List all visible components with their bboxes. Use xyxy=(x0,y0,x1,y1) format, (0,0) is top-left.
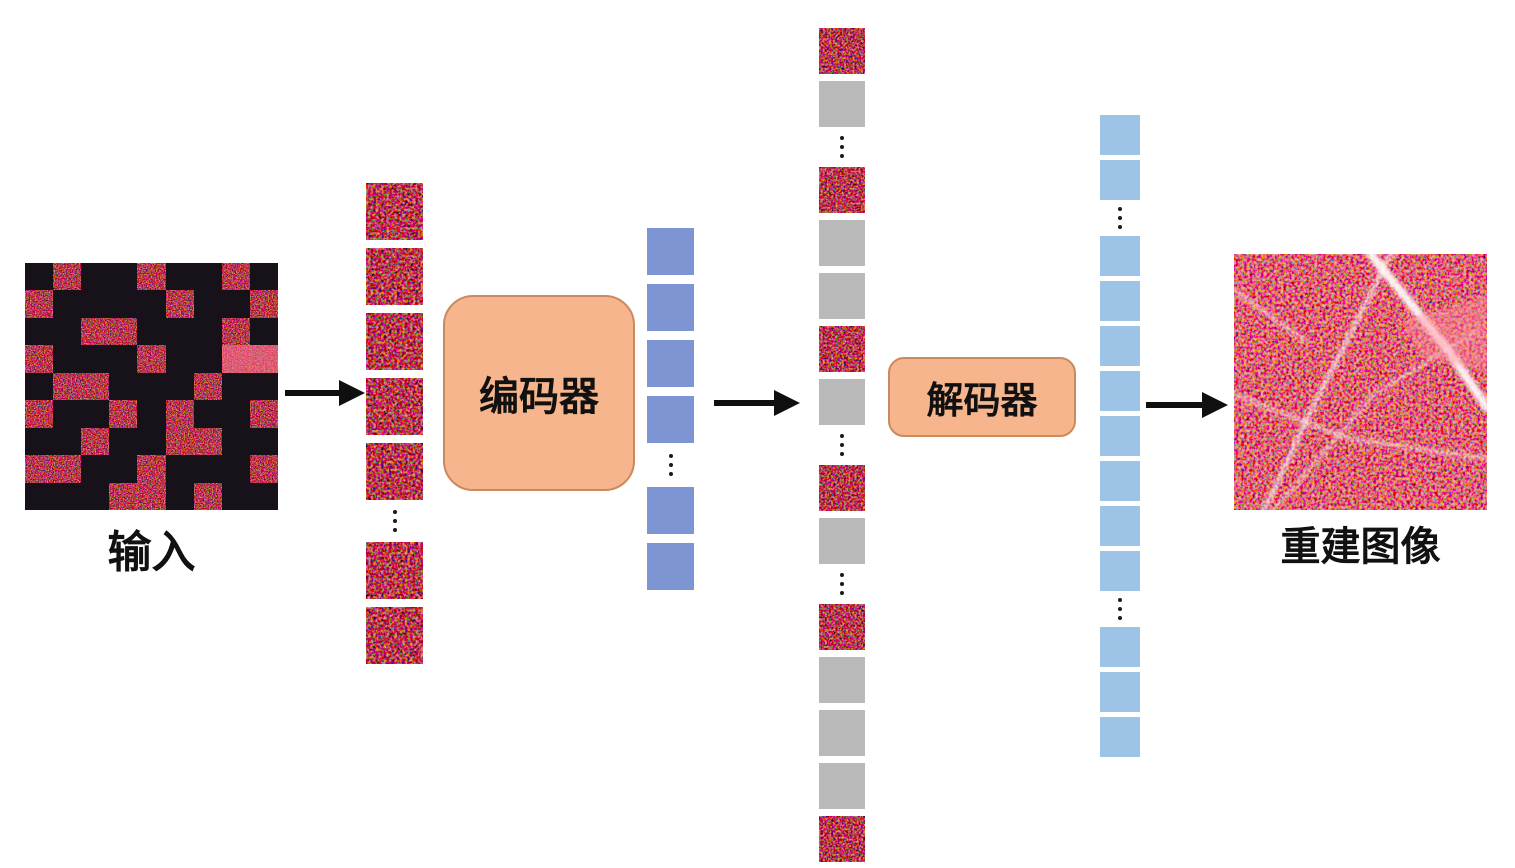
input-visible-patch xyxy=(81,427,110,456)
image-patch xyxy=(366,248,423,305)
ellipsis-vertical-icon xyxy=(392,508,397,534)
image-patch xyxy=(819,326,865,372)
feature-token xyxy=(1100,717,1140,757)
input-visible-patch xyxy=(221,317,250,346)
ellipsis-vertical-icon xyxy=(840,432,844,458)
input-visible-patch xyxy=(165,400,194,428)
image-patch xyxy=(366,183,423,240)
decoder-output-token-column xyxy=(1100,115,1140,757)
feature-token xyxy=(1100,281,1140,321)
feature-token xyxy=(647,543,694,590)
feature-token xyxy=(1100,236,1140,276)
feature-token xyxy=(1100,160,1140,200)
input-visible-patch xyxy=(81,317,110,346)
feature-token xyxy=(1100,416,1140,456)
input-visible-patch xyxy=(137,482,166,510)
input-visible-patch xyxy=(137,263,166,291)
input-visible-patch xyxy=(221,345,250,373)
input-visible-patch xyxy=(53,263,82,291)
mask-token xyxy=(819,220,865,266)
feature-token xyxy=(647,487,694,534)
input-visible-patch xyxy=(193,482,222,510)
input-visible-patch xyxy=(25,345,54,373)
mask-token xyxy=(819,518,865,564)
encoder-output-token-column xyxy=(647,228,694,590)
feature-token xyxy=(1100,672,1140,712)
feature-token xyxy=(1100,551,1140,591)
flow-arrow-icon xyxy=(283,374,365,412)
image-patch xyxy=(366,313,423,370)
input-visible-patch xyxy=(137,455,166,483)
mask-token xyxy=(819,379,865,425)
input-visible-patch xyxy=(81,372,110,401)
ellipsis-vertical-icon xyxy=(840,134,844,160)
encoder-label: 编码器 xyxy=(479,374,599,419)
input-visible-patch xyxy=(137,345,166,373)
input-visible-patch xyxy=(249,345,278,373)
reconstructed-image xyxy=(1234,254,1487,510)
ellipsis-vertical-icon xyxy=(1118,596,1122,622)
input-visible-patch xyxy=(25,290,54,318)
encoder-box: 编码器 xyxy=(443,295,635,491)
image-patch xyxy=(819,816,865,862)
mask-token xyxy=(819,273,865,319)
flow-arrow-icon xyxy=(1144,386,1228,424)
feature-token xyxy=(1100,115,1140,155)
mask-token xyxy=(819,657,865,703)
image-patch xyxy=(819,465,865,511)
reconstructed-image-label: 重建图像 xyxy=(1280,524,1441,569)
input-visible-patch xyxy=(53,455,82,483)
feature-token xyxy=(1100,506,1140,546)
input-visible-patch xyxy=(165,290,194,318)
input-visible-patch xyxy=(25,455,54,483)
image-patch xyxy=(366,443,423,500)
feature-token xyxy=(1100,371,1140,411)
image-patch xyxy=(366,542,423,599)
input-visible-patch xyxy=(165,427,194,456)
decoder-box: 解码器 xyxy=(888,357,1076,437)
ellipsis-vertical-icon xyxy=(668,452,673,478)
input-visible-patch xyxy=(249,455,278,483)
feature-token xyxy=(1100,461,1140,501)
masked-input-image xyxy=(25,263,278,510)
input-visible-patch xyxy=(221,263,250,291)
image-patch xyxy=(366,378,423,435)
decoder-input-token-column xyxy=(819,28,865,862)
decoder-label: 解码器 xyxy=(926,381,1038,422)
flow-arrow-icon xyxy=(712,384,800,422)
image-patch xyxy=(819,28,865,74)
ellipsis-vertical-icon xyxy=(1118,205,1122,231)
input-visible-patch xyxy=(109,482,138,510)
feature-token xyxy=(647,284,694,331)
feature-token xyxy=(647,340,694,387)
input-visible-patch xyxy=(25,400,54,428)
reconstructed-image-texture xyxy=(1234,254,1487,510)
input-label: 输入 xyxy=(107,528,196,577)
mask-token xyxy=(819,763,865,809)
input-visible-patch xyxy=(193,372,222,401)
image-patch xyxy=(366,607,423,664)
input-visible-patch xyxy=(109,400,138,428)
input-visible-patch xyxy=(53,372,82,401)
feature-token xyxy=(647,228,694,275)
input-visible-patch xyxy=(109,317,138,346)
input-visible-patch xyxy=(249,400,278,428)
mask-token xyxy=(819,710,865,756)
image-patch xyxy=(819,604,865,650)
input-visible-patch xyxy=(193,427,222,456)
image-patch xyxy=(819,167,865,213)
ellipsis-vertical-icon xyxy=(840,571,844,597)
visible-patch-column xyxy=(366,183,423,664)
feature-token xyxy=(647,396,694,443)
input-visible-patch xyxy=(249,290,278,318)
feature-token xyxy=(1100,627,1140,667)
feature-token xyxy=(1100,326,1140,366)
mask-token xyxy=(819,81,865,127)
